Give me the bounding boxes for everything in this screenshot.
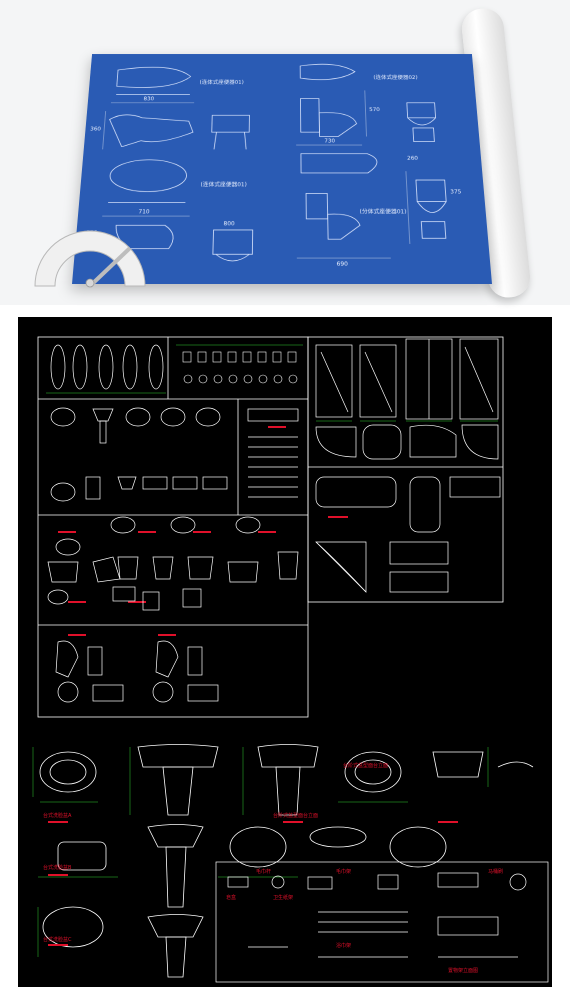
cad-label: 台式洗脸盆B	[43, 864, 72, 871]
cad-label: 卫生纸架	[273, 894, 293, 901]
cad-label: 浴巾架	[336, 942, 351, 949]
blueprint-label: (分体式座便器01)	[359, 208, 407, 216]
cad-label: 马桶刷	[488, 868, 503, 875]
cad-label: 台式洗脸盆A	[43, 812, 72, 819]
cad-label: 毛巾杆	[256, 868, 271, 875]
cad-label: 皂盒	[226, 894, 236, 901]
cad-label: 台阶式盆型面台立面	[273, 812, 318, 819]
cad-drawings: 台式洗脸盆A 台式洗脸盆B 台式洗脸盆C 台阶式盆型面台立面 台阶式盆型面台立面…	[32, 336, 549, 983]
cad-label: 台阶式盆型面台立面	[343, 762, 388, 769]
blueprint-showcase: (连体式座便器01) (连体式座便器02) (连体式座便器01) (分体式座便器…	[0, 0, 570, 305]
dimension-label: 690	[336, 260, 349, 268]
dimension-label: 800	[223, 220, 235, 228]
dimension-label: 730	[324, 138, 336, 145]
dimension-label: 260	[406, 155, 419, 162]
dimension-label: 570	[369, 106, 380, 113]
blueprint-label: (连体式座便器02)	[373, 74, 418, 81]
cad-drawing-sheet: 台式洗脸盆A 台式洗脸盆B 台式洗脸盆C 台阶式盆型面台立面 台阶式盆型面台立面…	[18, 317, 552, 987]
dimension-label: 360	[89, 126, 102, 133]
cad-label: 置物架立面图	[448, 967, 478, 974]
dimension-label: 830	[143, 96, 155, 102]
cad-label: 台式洗脸盆C	[43, 936, 72, 943]
dimension-label: 375	[450, 188, 462, 196]
dimension-label: 710	[138, 208, 150, 216]
protractor-icon	[34, 230, 146, 288]
blueprint-label: (连体式座便器01)	[200, 181, 247, 189]
blueprint-label: (连体式座便器01)	[199, 79, 244, 86]
cad-label: 毛巾架	[336, 868, 351, 875]
